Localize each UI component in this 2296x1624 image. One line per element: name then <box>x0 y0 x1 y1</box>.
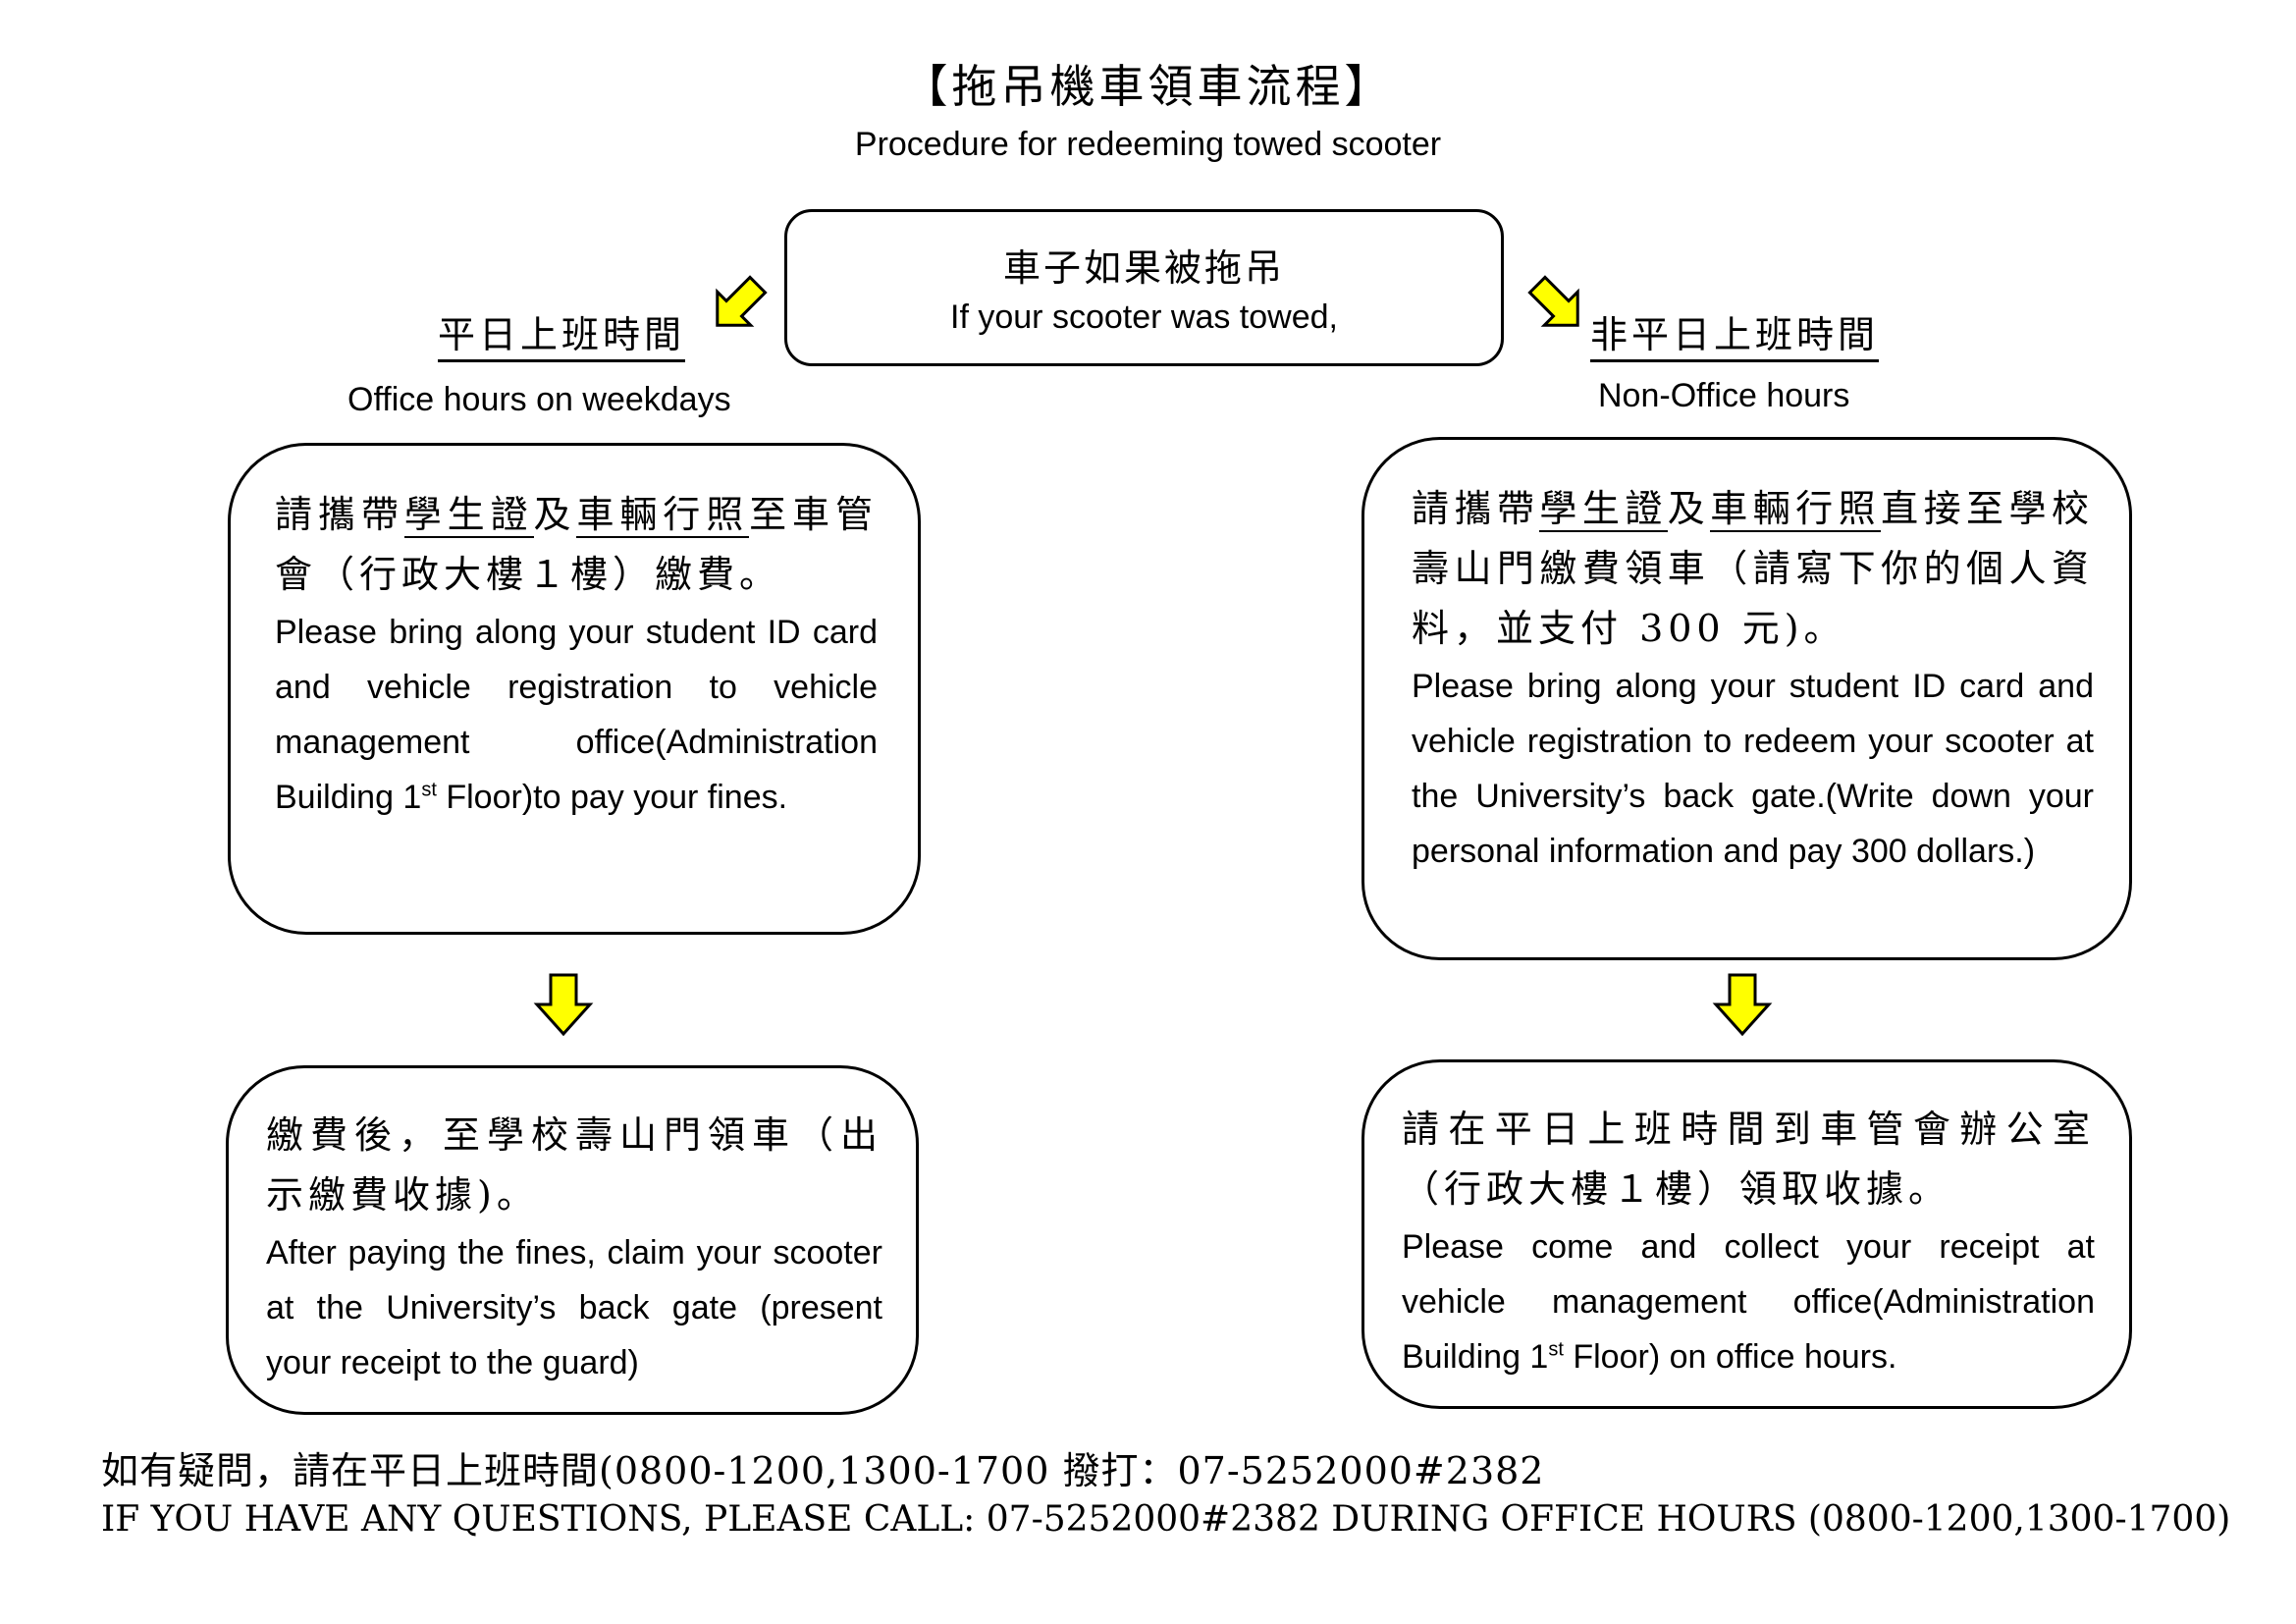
non-office-hours-step-1-zh: 請攜帶學生證及車輛行照直接至學校壽山門繳費領車（請寫下你的個人資料，並支付 30… <box>1412 479 2094 659</box>
non-office-hours-step-2-en: Please come and collect your receipt at … <box>1402 1219 2095 1384</box>
ordinal-suffix: st <box>1548 1338 1564 1361</box>
down-arrow-icon <box>1712 973 1773 1037</box>
start-box: 車子如果被拖吊 If your scooter was towed, <box>784 209 1504 366</box>
step-text: 至車管會（行政大樓１樓）繳費。 <box>275 493 878 596</box>
office-hours-step-2-en: After paying the fines, claim your scoot… <box>266 1234 882 1381</box>
office-hours-step-2-zh: 繳費後，至學校壽山門領車（出示繳費收據)。 <box>266 1113 882 1217</box>
step-text: 及 <box>533 493 577 536</box>
start-box-en: If your scooter was towed, <box>950 298 1338 336</box>
office-hours-step-1-box: 請攜帶學生證及車輛行照至車管會（行政大樓１樓）繳費。 Please bring … <box>228 443 921 935</box>
step-text: 請攜帶 <box>275 493 404 536</box>
office-hours-step-1-en: Please bring along your student ID card … <box>275 605 878 825</box>
down-right-arrow-icon <box>1527 275 1579 327</box>
student-id-underlined: 學生證 <box>403 493 534 538</box>
office-hours-step-1-zh: 請攜帶學生證及車輛行照至車管會（行政大樓１樓）繳費。 <box>275 485 878 605</box>
branch-label-office-hours-en: Office hours on weekdays <box>347 381 731 418</box>
start-box-zh: 車子如果被拖吊 <box>1002 246 1285 290</box>
step-text: Floor)to pay your fines. <box>436 779 788 816</box>
step-text: 直接至學校壽山門繳費領車（請寫下你的個人資料，並支付 300 元)。 <box>1412 487 2094 650</box>
down-arrow-icon <box>533 973 594 1037</box>
vehicle-registration-underlined: 車輛行照 <box>1710 487 1882 532</box>
down-left-arrow-icon <box>716 275 768 327</box>
footer-contact-en: IF YOU HAVE ANY QUESTIONS, PLEASE CALL: … <box>101 1499 2231 1540</box>
branch-label-non-office-hours-zh: 非平日上班時間 <box>1590 313 1880 362</box>
step-text: Floor) on office hours. <box>1563 1338 1897 1376</box>
branch-label-non-office-hours-en: Non-Office hours <box>1598 377 1850 414</box>
non-office-hours-step-2-box: 請在平日上班時間到車管會辦公室（行政大樓１樓）領取收據。 Please come… <box>1362 1059 2132 1409</box>
student-id-underlined: 學生證 <box>1539 487 1668 532</box>
step-text: Please bring along your student ID card … <box>275 614 878 816</box>
vehicle-registration-underlined: 車輛行照 <box>576 493 750 538</box>
step-text: Please come and collect your receipt at … <box>1402 1228 2095 1376</box>
page-subtitle: Procedure for redeeming towed scooter <box>854 126 1442 163</box>
footer-contact-zh: 如有疑問，請在平日上班時間(0800-1200,1300-1700 撥打：07-… <box>101 1449 1545 1492</box>
branch-label-office-hours-zh: 平日上班時間 <box>438 313 686 362</box>
office-hours-step-2-box: 繳費後，至學校壽山門領車（出示繳費收據)。 After paying the f… <box>226 1065 919 1415</box>
step-text: 及 <box>1667 487 1711 530</box>
ordinal-suffix: st <box>421 779 437 801</box>
non-office-hours-step-1-en: Please bring along your student ID card … <box>1412 668 2094 870</box>
non-office-hours-step-1-box: 請攜帶學生證及車輛行照直接至學校壽山門繳費領車（請寫下你的個人資料，並支付 30… <box>1362 437 2132 960</box>
non-office-hours-step-2-zh: 請在平日上班時間到車管會辦公室（行政大樓１樓）領取收據。 <box>1402 1108 2095 1211</box>
page-title: 【拖吊機車領車流程】 <box>902 60 1394 113</box>
step-text: 請攜帶 <box>1412 487 1540 530</box>
